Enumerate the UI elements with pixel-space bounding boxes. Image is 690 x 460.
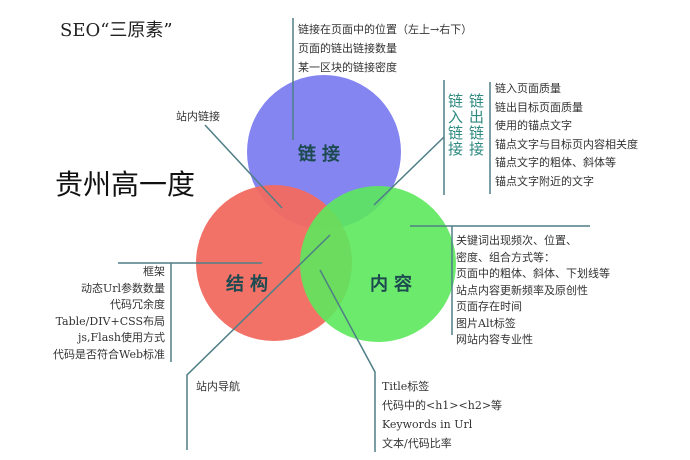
list-item: 使用的锚点文字 (495, 119, 572, 132)
list-item: 关键词出现频次、位置、 (456, 234, 577, 247)
site-nav-label: 站内导航 (196, 380, 240, 393)
link-top-list: 链接在页面中的位置（左上→右下） 页面的链出链接数量 某一区块的链接密度 (298, 20, 472, 77)
content-list: 关键词出现频次、位置、 密度、组合方式等： 页面中的粗体、斜体、下划线等 站点内… (456, 233, 610, 349)
internal-link-label: 站内链接 (176, 110, 220, 123)
list-item: 页面存在时间 (456, 300, 522, 313)
diagram-title: SEO“三原素” (60, 20, 173, 41)
link-right-list: 链入页面质量 链出目标页面质量 使用的锚点文字 锚点文字与目标页内容相关度 锚点… (495, 80, 638, 191)
content-label: 内容 (370, 274, 418, 295)
list-item: 文本/代码比率 (382, 437, 452, 450)
structure-label: 结构 (226, 274, 274, 295)
watermark-text: 贵州高一度 (55, 168, 196, 201)
list-item: 代码中的<h1><h2>等 (382, 399, 503, 412)
list-item: 锚点文字的粗体、斜体等 (495, 156, 616, 169)
bottom-list: Title标签 代码中的<h1><h2>等 Keywords in Url 文本… (382, 377, 502, 453)
link-in-label: 链入链接 (446, 93, 464, 157)
list-item: js,Flash使用方式 (78, 331, 165, 344)
list-item: 站点内容更新频率及原创性 (456, 283, 588, 297)
content-circle (300, 186, 456, 342)
list-item: 链出目标页面质量 (495, 100, 583, 114)
list-item: 代码是否符合Web标准 (53, 347, 165, 361)
list-item: 图片Alt标签 (456, 316, 516, 330)
structure-list: 框架 动态Url参数数量 代码冗余度 Table/DIV+CSS布局 js,Fl… (53, 264, 165, 363)
list-item: 链入页面质量 (495, 82, 561, 95)
list-item: 代码冗余度 (110, 298, 165, 311)
list-item: 某一区块的链接密度 (298, 61, 397, 74)
list-item: Title标签 (382, 380, 430, 393)
link-label: 链接 (298, 144, 346, 165)
list-item: 动态Url参数数量 (80, 281, 165, 295)
connector-lines (118, 18, 590, 452)
list-item: 页面的链出链接数量 (298, 42, 397, 55)
list-item: 框架 (143, 265, 165, 278)
list-item: 锚点文字附近的文字 (495, 174, 594, 188)
list-item: 页面中的粗体、斜体、下划线等 (456, 267, 610, 280)
list-item: Keywords in Url (382, 418, 473, 431)
list-item: 密度、组合方式等： (456, 250, 555, 264)
list-item: Table/DIV+CSS布局 (55, 314, 165, 328)
list-item: 链接在页面中的位置（左上→右下） (298, 23, 473, 36)
list-item: 锚点文字与目标页内容相关度 (495, 137, 638, 151)
list-item: 网站内容专业性 (456, 333, 533, 346)
link-out-label: 链出链接 (467, 93, 485, 157)
